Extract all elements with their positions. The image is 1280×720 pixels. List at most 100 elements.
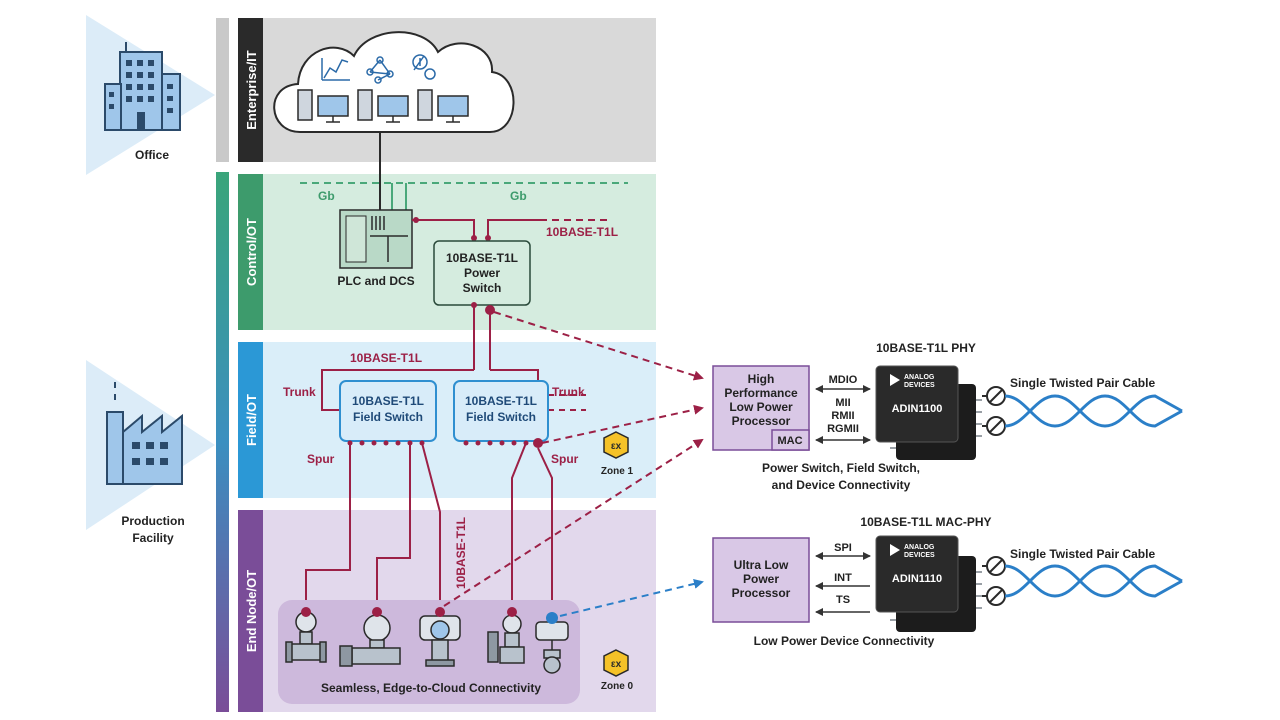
gb-label-right: Gb (510, 189, 527, 203)
mac-block (771, 429, 810, 451)
power-switch-line2: Power (464, 266, 500, 280)
office-label: Office (135, 148, 169, 162)
power-switch-line1: 10BASE-T1L (446, 251, 518, 265)
field-layer-title: Field/OT (244, 394, 259, 446)
phy-cable-label: Single Twisted Pair Cable (1010, 376, 1155, 390)
spur-left-label: Spur (307, 452, 335, 466)
adi-logo-icon (890, 374, 900, 386)
phy-twisted-pair-cable (1004, 394, 1183, 428)
macphy-title: 10BASE-T1L MAC-PHY (860, 515, 991, 529)
control-layer-title: Control/OT (244, 218, 259, 286)
zone0-label: Zone 0 (601, 681, 634, 692)
adin1110-brand-1: ANALOG (904, 544, 935, 551)
zone0-symbol: εx (611, 659, 622, 670)
field-switch-right-line2: Field Switch (466, 410, 536, 424)
macphy-twisted-pair-cable (1004, 564, 1183, 598)
ulp-processor-line1: Ultra Low (734, 558, 789, 572)
phy-block: 10BASE-T1L PHY High Performance Low Powe… (712, 341, 1183, 492)
analytics-icons (321, 54, 436, 84)
mdio-label: MDIO (829, 374, 858, 386)
end-node-layer-title: End Node/OT (244, 570, 259, 652)
devices-caption: Seamless, Edge-to-Cloud Connectivity (321, 681, 541, 695)
field-t1l-links (321, 305, 586, 411)
adin1100-part: ADIN1100 (892, 403, 943, 415)
factory-icon (106, 382, 183, 485)
field-switch-left-line1: 10BASE-T1L (352, 394, 424, 408)
enterprise-side-bar (216, 18, 229, 162)
left-gradient-bar (216, 172, 229, 712)
flow-meter-icon (285, 611, 327, 663)
office-building-icon (104, 42, 181, 131)
adin1100-chip: ANALOG DEVICES ADIN1100 (875, 365, 982, 460)
device-port-nodes (301, 607, 558, 624)
zone1-label: Zone 1 (601, 466, 634, 477)
power-switch: 10BASE-T1L Power Switch (433, 240, 531, 306)
control-t1l-links (412, 219, 612, 238)
control-link-nodes (413, 217, 491, 241)
enterprise-layer-title: Enterprise/IT (244, 50, 259, 130)
mii-label: MII (835, 397, 850, 409)
office-location: Office (86, 15, 215, 175)
macphy-cable-label: Single Twisted Pair Cable (1010, 547, 1155, 561)
rgmii-label: RGMII (827, 423, 859, 435)
ulp-processor-line2: Power (743, 572, 779, 586)
valve-actuator-icon (339, 614, 401, 667)
adin1100-brand-2: DEVICES (904, 382, 935, 389)
zone1-badge: εx Zone 1 (601, 431, 634, 477)
gb-ethernet-links (300, 182, 628, 210)
phy-cable-connectors (982, 386, 1006, 436)
spur-ports (347, 438, 543, 448)
macphy-block: 10BASE-T1L MAC-PHY Ultra Low Power Proce… (712, 515, 1183, 648)
rmii-label: RMII (831, 410, 854, 422)
end-node-t1l-label: 10BASE-T1L (454, 517, 468, 589)
adin1110-part: ADIN1110 (892, 573, 942, 585)
production-label-line2: Facility (132, 531, 174, 545)
phy-title: 10BASE-T1L PHY (876, 341, 976, 355)
end-devices (285, 611, 569, 674)
macphy-cable-connectors (982, 556, 1006, 606)
macphy-caption: Low Power Device Connectivity (754, 634, 935, 648)
high-perf-processor-line2: Performance (724, 386, 798, 400)
pressure-sensor-icon (487, 614, 525, 664)
adin1110-brand-2: DEVICES (904, 552, 935, 559)
gb-label-left: Gb (318, 189, 335, 203)
field-switch-left-line2: Field Switch (353, 410, 423, 424)
plc-dcs-label: PLC and DCS (337, 274, 414, 288)
ts-label: TS (836, 594, 850, 606)
spur-cables (305, 442, 553, 612)
adin1100-brand-1: ANALOG (904, 374, 935, 381)
adi-logo-icon-2 (890, 544, 900, 556)
field-switch-right-line1: 10BASE-T1L (465, 394, 537, 408)
server-monitor-row (297, 89, 469, 123)
trunk-left-label: Trunk (283, 385, 316, 399)
field-link-nodes (471, 302, 495, 315)
production-location: Production Facility (86, 360, 215, 545)
trunk-right-label: Trunk (552, 385, 585, 399)
spur-right-label: Spur (551, 452, 579, 466)
mac-label: MAC (777, 435, 802, 447)
zone1-symbol: εx (611, 441, 622, 452)
spi-label: SPI (834, 542, 852, 554)
ultra-low-power-processor (712, 537, 810, 623)
field-switch-right: 10BASE-T1L Field Switch (453, 380, 549, 442)
field-switch-left: 10BASE-T1L Field Switch (339, 380, 437, 442)
field-t1l-label: 10BASE-T1L (350, 351, 422, 365)
plc-dcs-icon (339, 209, 413, 269)
phy-caption-line2: and Device Connectivity (772, 478, 911, 492)
phy-caption-line1: Power Switch, Field Switch, (762, 461, 920, 475)
ulp-processor-line3: Processor (732, 586, 791, 600)
control-t1l-label: 10BASE-T1L (546, 225, 618, 239)
transmitter-icon (419, 615, 461, 667)
zone0-badge: εx Zone 0 (601, 649, 634, 692)
int-label: INT (834, 572, 852, 584)
field-layer: Field/OT (238, 342, 656, 498)
high-perf-processor-line1: High (748, 372, 775, 386)
power-switch-line3: Switch (463, 281, 502, 295)
adin1110-chip: ANALOG DEVICES ADIN1110 (875, 535, 982, 632)
production-label-line1: Production (121, 514, 184, 528)
high-perf-processor-line4: Processor (732, 414, 791, 428)
connectivity-arrows (443, 311, 704, 617)
cloud-servers (273, 31, 515, 133)
high-perf-processor-line3: Low Power (729, 400, 793, 414)
